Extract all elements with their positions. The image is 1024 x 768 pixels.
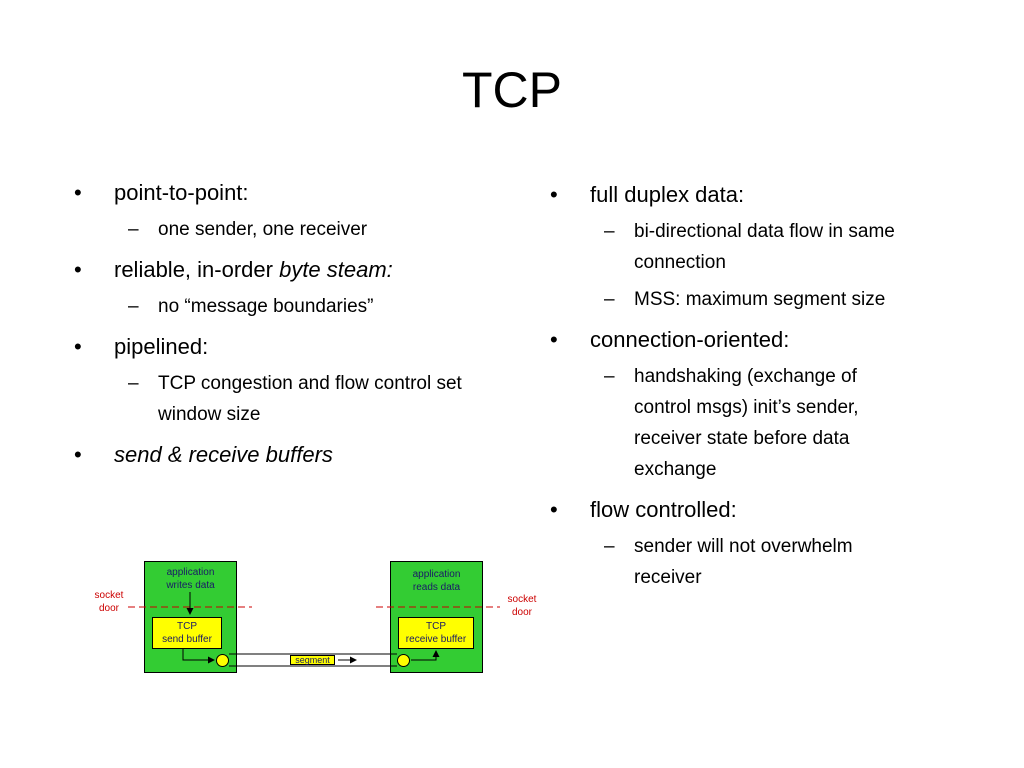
socket-word: socket: [507, 594, 537, 605]
sender-socket-door-label: socket door: [80, 589, 138, 615]
sub-bullet-text: receiver state before data: [634, 428, 850, 449]
sub-bullet-text: one sender, one receiver: [158, 219, 368, 240]
socket-word: socket: [94, 590, 124, 601]
sub-bullet-handshaking: handshaking (exchange of control msgs) in…: [546, 361, 986, 485]
tcp-buffer-diagram: application writes data TCP send buffer …: [80, 556, 536, 681]
sub-bullet-text: exchange: [634, 459, 717, 480]
bullet-flow-controlled: flow controlled:: [546, 495, 986, 525]
sub-bullet-text: bi-directional data flow in same: [634, 221, 895, 242]
bullet-connection-oriented: connection-oriented:: [546, 325, 986, 355]
bullet-text: flow controlled:: [590, 497, 737, 522]
sub-bullet-text: sender will not overwhelm: [634, 536, 853, 557]
send-buffer-line-1: TCP: [177, 621, 197, 632]
buffer-to-socket-arrow: [182, 649, 215, 664]
receive-buffer-label: TCP receive buffer: [399, 620, 473, 646]
bullet-point-to-point: point-to-point:: [70, 178, 540, 208]
sub-bullet-no-message-boundaries: no “message boundaries”: [70, 291, 540, 322]
send-buffer-line-2: send buffer: [162, 634, 212, 645]
bullet-text: point-to-point:: [114, 180, 249, 205]
segment-label: segment: [295, 655, 330, 665]
sender-app-line-1: application: [166, 567, 215, 578]
receive-buffer-line-2: receive buffer: [405, 634, 467, 645]
sub-bullet-text: handshaking (exchange of: [634, 366, 857, 387]
bullet-italic-text: byte steam:: [279, 257, 393, 282]
bullet-buffers: send & receive buffers: [70, 440, 540, 470]
receiver-read-arrow: [411, 650, 440, 661]
left-column: point-to-point: one sender, one receiver…: [70, 178, 540, 480]
send-buffer: TCP send buffer: [152, 617, 222, 649]
receiver-app-line-2: reads data: [412, 582, 461, 593]
sender-app-line-2: writes data: [166, 580, 215, 591]
segment-box: segment: [290, 655, 335, 665]
sub-bullet-text: no “message boundaries”: [158, 296, 374, 317]
sub-bullet-text: window size: [158, 404, 261, 425]
bullet-reliable: reliable, in-order byte steam:: [70, 255, 540, 285]
sub-bullet-mss: MSS: maximum segment size: [546, 284, 986, 315]
sub-bullet-bidirectional: bi-directional data flow in same connecti…: [546, 216, 986, 278]
bullet-pipelined: pipelined:: [70, 332, 540, 362]
sender-socket-circle: [216, 654, 229, 667]
sub-bullet-congestion-control: TCP congestion and flow control set windo…: [70, 368, 540, 430]
bullet-text: pipelined:: [114, 334, 209, 359]
door-word: door: [511, 607, 532, 618]
sub-bullet-text: receiver: [634, 567, 702, 588]
receive-buffer-line-1: TCP: [426, 621, 446, 632]
sender-app-label: application writes data: [144, 566, 237, 592]
send-buffer-label: TCP send buffer: [153, 620, 221, 646]
receive-buffer: TCP receive buffer: [398, 617, 474, 649]
receiver-app-label: application reads data: [390, 568, 483, 594]
slide-title: TCP: [462, 62, 562, 118]
sub-bullet-text: MSS: maximum segment size: [634, 289, 886, 310]
bullet-text: connection-oriented:: [590, 327, 790, 352]
diagram-lines: [128, 592, 500, 667]
bullet-full-duplex: full duplex data:: [546, 180, 986, 210]
bullet-text: full duplex data:: [590, 182, 745, 207]
sub-bullet-one-sender: one sender, one receiver: [70, 214, 540, 245]
sub-bullet-text: TCP congestion and flow control set: [158, 373, 462, 394]
sub-bullet-overwhelm: sender will not overwhelm receiver: [546, 531, 986, 593]
door-word: door: [98, 603, 119, 614]
receiver-app-line-1: application: [412, 569, 461, 580]
receiver-socket-circle: [397, 654, 410, 667]
bullet-text: reliable, in-order: [114, 257, 280, 282]
receiver-socket-door-label: socket door: [494, 593, 550, 619]
sub-bullet-text: connection: [634, 252, 726, 273]
bullet-italic-text: send & receive buffers: [114, 442, 333, 467]
sub-bullet-text: control msgs) init’s sender,: [634, 397, 859, 418]
right-column: full duplex data: bi-directional data fl…: [546, 180, 986, 603]
